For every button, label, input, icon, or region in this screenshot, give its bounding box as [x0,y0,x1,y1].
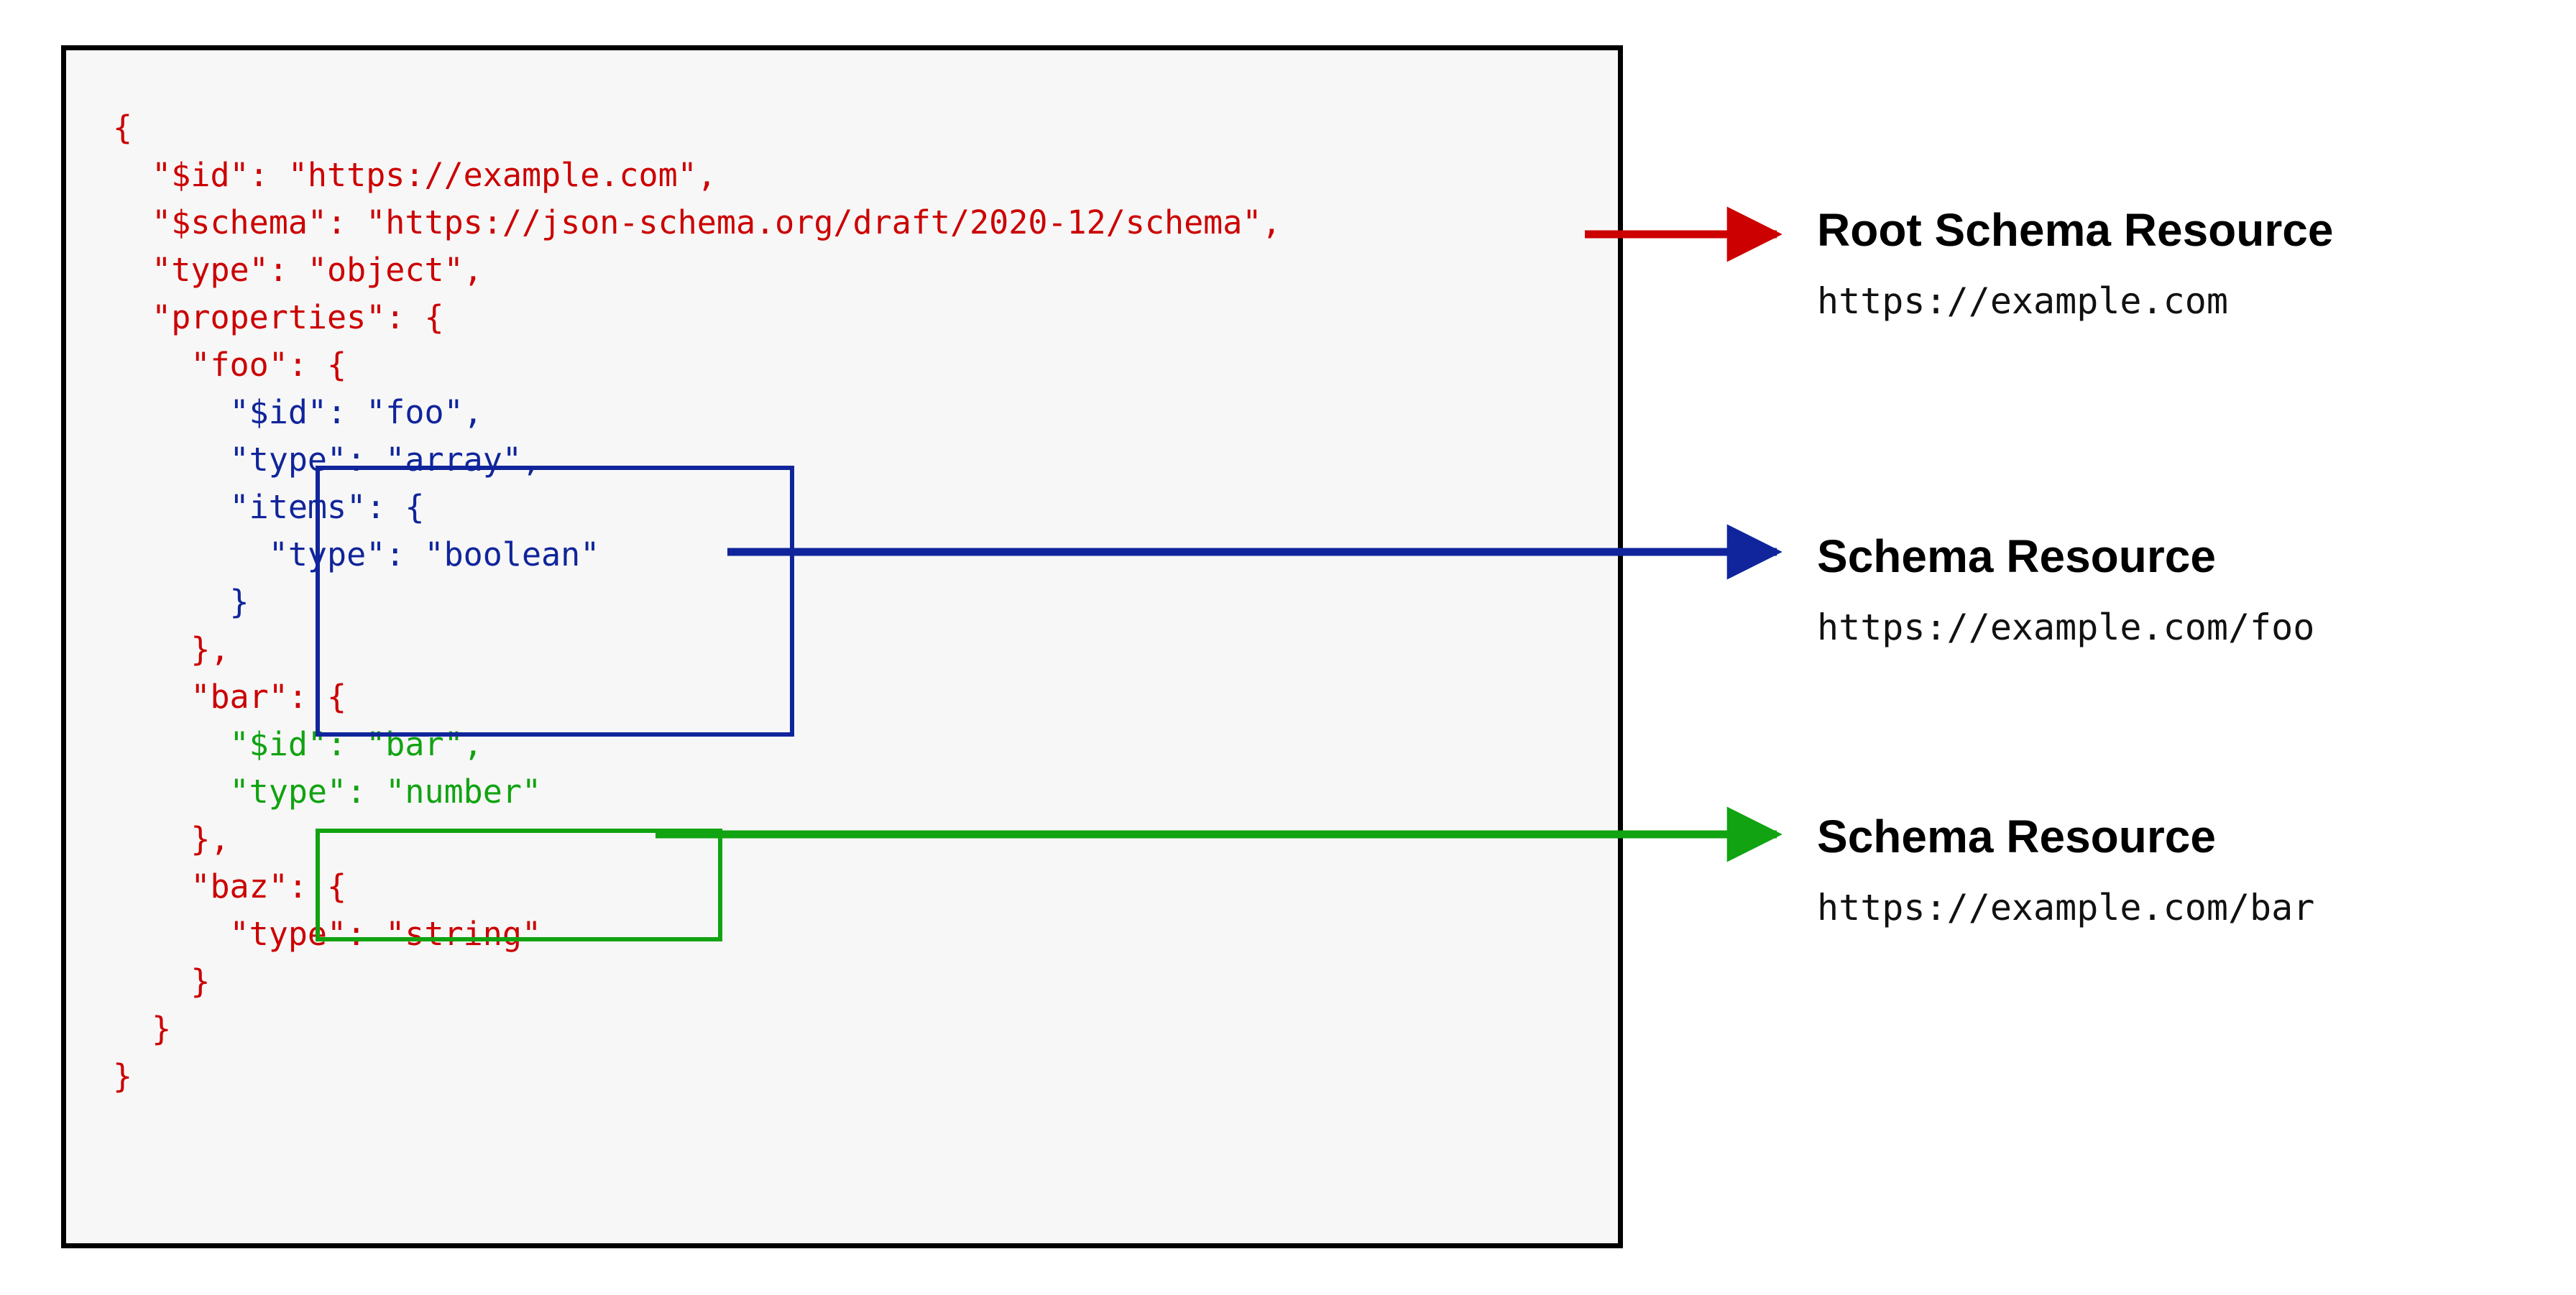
code-line: "type": "array", [113,441,542,479]
code-line: "$id": "foo", [113,393,483,431]
code-line: "type": "number" [113,773,542,811]
code-line: { [113,109,133,147]
annotation-title: Schema Resource [1817,811,2216,862]
code-line: } [113,962,211,1000]
code-line: } [113,1010,172,1048]
code-line: }, [113,820,230,858]
code-line: "$schema": "https://json-schema.org/draf… [113,203,1282,241]
code-line: "items": { [113,488,425,526]
code-line: "properties": { [113,298,444,336]
annotation-title: Schema Resource [1817,530,2216,582]
annotation-uri: https://example.com/foo [1817,607,2315,648]
annotation-uri: https://example.com [1817,280,2228,322]
annotation-bar-schema-resource: Schema Resource https://example.com/bar [1817,814,2314,926]
code-line: "$id": "bar", [113,725,483,763]
annotation-foo-schema-resource: Schema Resource https://example.com/foo [1817,533,2314,645]
annotation-title: Root Schema Resource [1817,204,2334,256]
code-line: "type": "object", [113,251,483,289]
code-line: "foo": { [113,346,347,384]
code-line: } [113,1057,133,1095]
annotation-uri: https://example.com/bar [1817,887,2315,928]
annotation-root-schema-resource: Root Schema Resource https://example.com [1817,207,2333,319]
code-line: }, [113,630,230,668]
code-line: "baz": { [113,867,347,905]
code-line: "bar": { [113,678,347,716]
json-code-block: { "$id": "https://example.com", "$schema… [113,104,1282,1100]
code-line: "type": "boolean" [113,535,600,573]
code-panel: { "$id": "https://example.com", "$schema… [61,45,1623,1248]
code-line: } [113,583,249,621]
code-line: "type": "string" [113,915,542,953]
code-line: "$id": "https://example.com", [113,156,717,194]
